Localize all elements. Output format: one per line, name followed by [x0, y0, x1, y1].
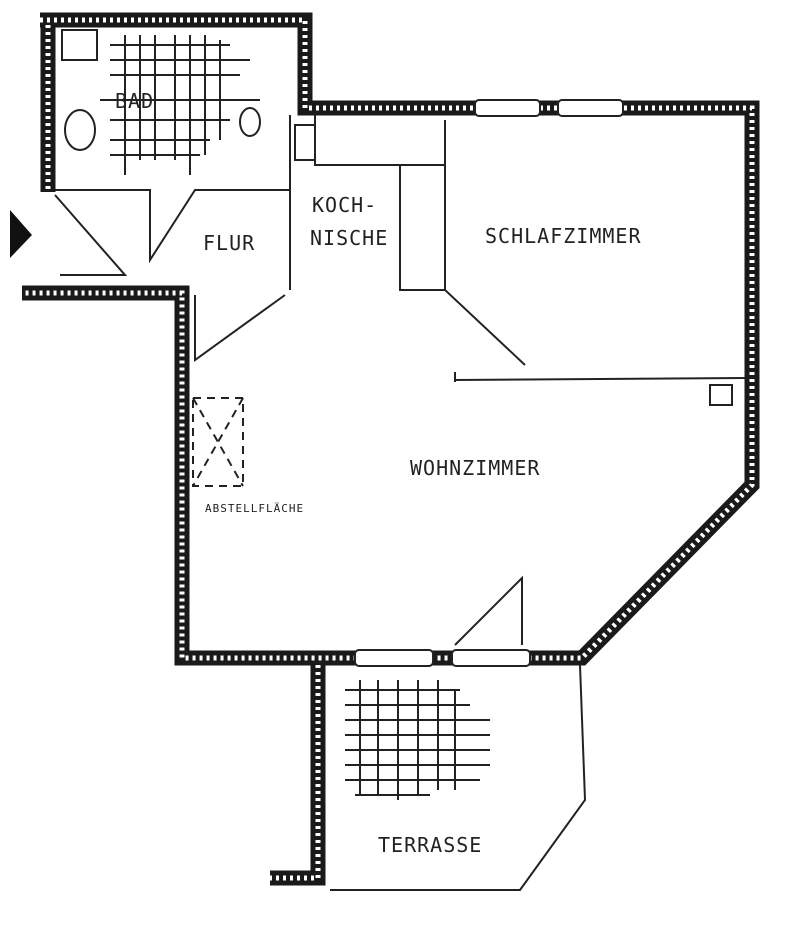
room-label-schlafzimmer: SCHLAFZIMMER — [485, 224, 642, 248]
room-label-terrasse: TERRASSE — [378, 833, 482, 857]
room-label-wohnzimmer: WOHNZIMMER — [410, 456, 540, 480]
storage-area-marker — [192, 397, 244, 487]
room-label-kochnische-1: KOCH- — [312, 193, 377, 217]
room-label-bad: BAD — [115, 89, 154, 113]
room-label-kochnische-2: NISCHE — [310, 226, 388, 250]
windows — [354, 99, 624, 667]
interior-walls — [54, 29, 746, 891]
room-label-abstellflaeche: ABSTELLFLÄCHE — [205, 502, 304, 515]
outer-walls — [22, 12, 760, 886]
entrance-arrow-icon — [10, 210, 32, 258]
tile-hatching — [100, 35, 490, 800]
room-label-flur: FLUR — [203, 231, 255, 255]
